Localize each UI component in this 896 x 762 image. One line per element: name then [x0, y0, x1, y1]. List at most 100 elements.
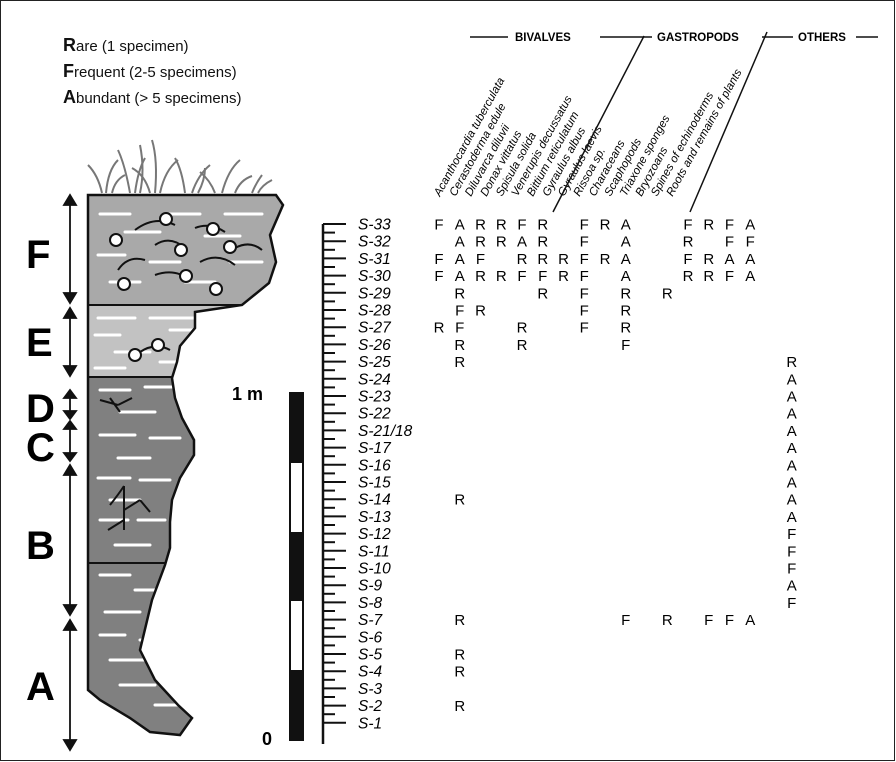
abundance-cell: A [787, 492, 797, 509]
abundance-cell: F [580, 268, 589, 285]
sample-label: S-26 [358, 337, 391, 354]
abundance-cell: F [580, 285, 589, 302]
abundance-cell: F [580, 303, 589, 320]
abundance-cell: A [787, 440, 797, 457]
unit-label-c: C [26, 426, 55, 470]
sample-label: S-29 [358, 285, 391, 302]
abundance-cell: A [455, 217, 465, 234]
sample-label: S-5 [358, 647, 383, 664]
abundance-cell: A [787, 371, 797, 388]
abundance-cell: F [725, 234, 734, 251]
abundance-cell: A [745, 268, 755, 285]
sample-label: S-17 [358, 440, 392, 457]
abundance-cell: A [745, 217, 755, 234]
sample-label: S-27 [358, 320, 392, 337]
abundance-cell: A [787, 406, 797, 423]
abundance-cell: F [725, 268, 734, 285]
abundance-cell: A [621, 217, 631, 234]
abundance-cell: F [787, 543, 796, 560]
abundance-cell: R [475, 268, 486, 285]
taxa-headers: Acanthocardia tuberculataCerastoderma ed… [432, 67, 745, 199]
abundance-cell: A [724, 251, 734, 268]
abundance-cell: A [455, 268, 465, 285]
abundance-cell: F [746, 234, 755, 251]
abundance-cell: F [434, 268, 443, 285]
abundance-cell: F [704, 612, 713, 629]
abundance-cell: R [620, 285, 631, 302]
abundance-cell: R [703, 268, 714, 285]
abundance-cell: F [580, 234, 589, 251]
abundance-cell: R [517, 251, 528, 268]
abundance-cell: R [620, 303, 631, 320]
lithologic-column [80, 190, 300, 742]
sample-label: S-32 [358, 234, 391, 251]
abundance-cell: R [537, 234, 548, 251]
abundance-cell: R [475, 234, 486, 251]
group-label-bivalves: BIVALVES [515, 32, 571, 44]
abundance-cell: F [476, 251, 485, 268]
abundance-cell: F [517, 217, 526, 234]
sample-label: S-8 [358, 595, 383, 612]
abundance-cell: A [787, 457, 797, 474]
abundance-cell: F [683, 217, 692, 234]
abundance-cell: R [537, 217, 548, 234]
abundance-cell: R [537, 251, 548, 268]
sample-label: S-9 [358, 578, 383, 595]
sample-label: S-15 [358, 475, 391, 492]
unit-label-f: F [26, 233, 50, 277]
unit-brackets [64, 195, 76, 750]
group-label-gastropods: GASTROPODS [657, 32, 739, 44]
abundance-cell: F [434, 217, 443, 234]
abundance-cell: R [683, 234, 694, 251]
sample-label: S-31 [358, 251, 391, 268]
sample-label: S-21/18 [358, 423, 413, 440]
abundance-cell: R [517, 320, 528, 337]
scale-label-bottom: 0 [262, 729, 272, 749]
sample-label: S-28 [358, 303, 391, 320]
abundance-cell: R [454, 354, 465, 371]
sample-label: S-6 [358, 629, 383, 646]
abundance-cell: R [600, 251, 611, 268]
abundance-cell: A [455, 251, 465, 268]
abundance-cell: A [787, 509, 797, 526]
unit-label-e: E [26, 321, 53, 365]
abundance-cell: F [683, 251, 692, 268]
abundance-cell: A [787, 389, 797, 406]
sample-label: S-14 [358, 492, 391, 509]
abundance-cell: F [725, 612, 734, 629]
scale-bar: 1 m 0 [232, 384, 303, 749]
abundance-cell: A [787, 475, 797, 492]
sample-label: S-3 [358, 681, 383, 698]
abundance-cell: R [454, 612, 465, 629]
abundance-cell: R [558, 251, 569, 268]
abundance-cell: R [454, 647, 465, 664]
abundance-cell: A [787, 578, 797, 595]
abundance-cell: R [662, 612, 673, 629]
group-label-others: OTHERS [798, 32, 846, 44]
abundance-cell: F [455, 303, 464, 320]
unit-label-b: B [26, 524, 55, 568]
sample-label: S-33 [358, 217, 391, 234]
abundance-cell: A [455, 234, 465, 251]
sample-label: S-16 [358, 457, 391, 474]
abundance-cell: F [455, 320, 464, 337]
sample-label: S-2 [358, 698, 383, 715]
abundance-cell: F [538, 268, 547, 285]
sample-axis [323, 224, 346, 744]
abundance-cell: F [787, 526, 796, 543]
abundance-cell: R [703, 217, 714, 234]
abundance-cell: A [621, 268, 631, 285]
abundance-cell: R [475, 217, 486, 234]
sample-label: S-13 [358, 509, 391, 526]
abundance-cell: F [621, 337, 630, 354]
abundance-cell: R [786, 354, 797, 371]
unit-label-d: D [26, 387, 55, 431]
sample-label: S-12 [358, 526, 391, 543]
abundance-cell: F [434, 251, 443, 268]
abundance-cell: A [787, 423, 797, 440]
abundance-cell: A [745, 612, 755, 629]
abundance-cell: R [558, 268, 569, 285]
plants-icon [88, 140, 272, 193]
abundance-cell: R [496, 234, 507, 251]
sample-label: S-24 [358, 371, 391, 388]
